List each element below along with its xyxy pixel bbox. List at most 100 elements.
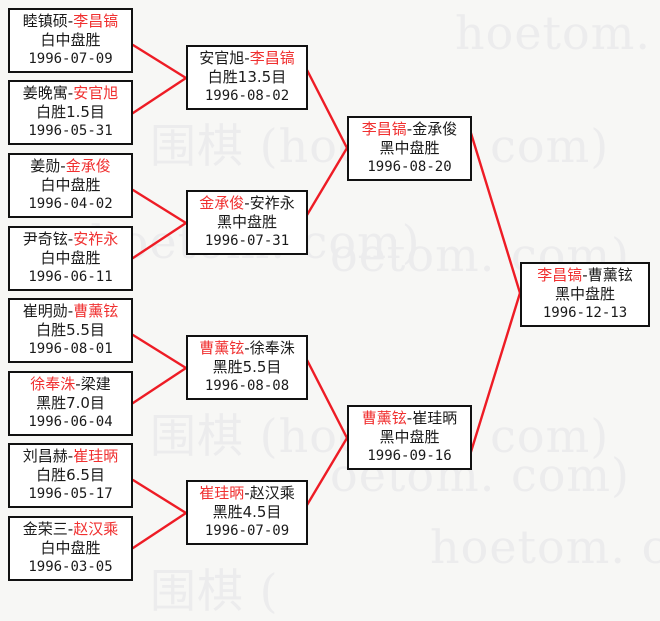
- match-date: 1996-06-04: [28, 414, 113, 430]
- player-right: 安祚永: [249, 194, 295, 212]
- match-box[interactable]: 曹薰铉-徐奉洙黑胜5.5目 1996-08-08: [186, 335, 308, 400]
- player-right: 徐奉洙: [249, 339, 295, 357]
- match-players: 姜晚寓-安官旭: [10, 84, 131, 103]
- match-players: 徐奉洙-梁建: [10, 375, 131, 394]
- match-players: 崔珪昞-赵汉乘: [188, 484, 306, 503]
- match-date: 1996-05-17: [28, 486, 113, 502]
- match-date: 1996-07-31: [204, 233, 290, 249]
- tournament-bracket: hoetom. com)围棋 (hoetom. com)hoetom. com)…: [8, 6, 660, 618]
- match-box[interactable]: 崔珪昞-赵汉乘黑胜4.5目 1996-07-09: [186, 480, 308, 545]
- match-box[interactable]: 李昌镐-金承俊黑中盘胜 1996-08-20: [347, 116, 472, 181]
- match-result: 黑中盘胜: [216, 213, 277, 231]
- player-right: 赵汉乘: [249, 484, 295, 502]
- player-left: 曹薰铉: [199, 339, 245, 357]
- match-date: 1996-04-02: [28, 196, 113, 212]
- match-result: 黑中盘胜: [379, 139, 440, 157]
- player-left: 曹薰铉: [361, 409, 407, 427]
- player-left: 金承俊: [199, 194, 245, 212]
- player-left: 姜勋: [30, 157, 61, 175]
- match-date: 1996-08-02: [204, 88, 290, 104]
- match-box[interactable]: 尹奇铉-安祚永白中盘胜 1996-06-11: [8, 226, 133, 291]
- match-result: 白胜13.5目: [207, 68, 287, 86]
- player-left: 尹奇铉: [22, 230, 68, 248]
- match-box[interactable]: 安官旭-李昌镐白胜13.5目 1996-08-02: [186, 45, 308, 110]
- match-result: 白中盘胜: [40, 176, 101, 194]
- player-left: 刘昌赫: [22, 447, 68, 465]
- player-separator: -: [67, 447, 74, 465]
- player-separator: -: [406, 409, 413, 427]
- player-left: 李昌镐: [361, 120, 407, 138]
- match-date: 1996-08-20: [367, 159, 452, 175]
- match-box[interactable]: 睦镇硕-李昌镐白中盘胜 1996-07-09: [8, 8, 133, 73]
- player-right: 崔珪昞: [412, 409, 458, 427]
- match-date: 1996-05-31: [28, 123, 113, 139]
- match-result: 白中盘胜: [40, 539, 101, 557]
- player-separator: -: [244, 194, 250, 212]
- match-result: 黑中盘胜: [554, 285, 615, 303]
- match-box[interactable]: 李昌镐-曹薰铉黑中盘胜 1996-12-13: [520, 262, 650, 327]
- match-box[interactable]: 姜勋-金承俊白中盘胜 1996-04-02: [8, 153, 133, 218]
- match-result: 黑胜5.5目: [212, 358, 282, 376]
- player-separator: -: [67, 12, 74, 30]
- player-separator: -: [244, 339, 250, 357]
- player-right: 赵汉乘: [73, 520, 119, 538]
- match-date: 1996-09-16: [367, 448, 452, 464]
- match-result: 白中盘胜: [40, 249, 101, 267]
- match-date: 1996-06-11: [28, 269, 113, 285]
- match-result: 白中盘胜: [40, 31, 101, 49]
- match-players: 刘昌赫-崔珪昞: [10, 447, 131, 466]
- player-left: 安官旭: [199, 49, 245, 67]
- player-right: 安官旭: [73, 84, 119, 102]
- match-players: 金承俊-安祚永: [188, 194, 306, 213]
- match-players: 安官旭-李昌镐: [188, 49, 306, 68]
- match-players: 姜勋-金承俊: [10, 157, 131, 176]
- match-result: 黑胜7.0目: [36, 394, 105, 412]
- match-date: 1996-12-13: [542, 305, 628, 321]
- player-left: 李昌镐: [537, 266, 583, 284]
- player-left: 金荣三: [22, 520, 68, 538]
- match-box[interactable]: 金承俊-安祚永黑中盘胜 1996-07-31: [186, 190, 308, 255]
- player-separator: -: [244, 484, 250, 502]
- player-left: 姜晚寓: [22, 84, 68, 102]
- watermark-text: hoetom. com): [430, 520, 660, 574]
- match-players: 睦镇硕-李昌镐: [10, 12, 131, 31]
- player-right: 李昌镐: [249, 49, 295, 67]
- match-players: 李昌镐-曹薰铉: [522, 266, 648, 285]
- player-separator: -: [75, 375, 81, 393]
- match-players: 曹薰铉-徐奉洙: [188, 339, 306, 358]
- player-right: 金承俊: [412, 120, 458, 138]
- match-result: 黑胜4.5目: [212, 503, 282, 521]
- player-right: 安祚永: [73, 230, 119, 248]
- player-separator: -: [67, 520, 74, 538]
- player-right: 曹薰铉: [587, 266, 633, 284]
- match-players: 李昌镐-金承俊: [349, 120, 470, 139]
- match-date: 1996-07-09: [204, 523, 290, 539]
- match-players: 崔明勋-曹薰铉: [10, 302, 131, 321]
- match-box[interactable]: 徐奉洙-梁建黑胜7.0目 1996-06-04: [8, 371, 133, 436]
- player-separator: -: [67, 230, 74, 248]
- player-left: 睦镇硕: [22, 12, 68, 30]
- player-right: 李昌镐: [73, 12, 119, 30]
- match-box[interactable]: 金荣三-赵汉乘白中盘胜 1996-03-05: [8, 516, 133, 581]
- match-date: 1996-03-05: [28, 559, 113, 575]
- player-right: 金承俊: [65, 157, 111, 175]
- match-players: 曹薰铉-崔珪昞: [349, 409, 470, 428]
- match-result: 白胜5.5目: [36, 321, 105, 339]
- watermark-text: 围棋 (: [150, 564, 279, 618]
- player-separator: -: [406, 120, 413, 138]
- match-date: 1996-08-08: [204, 378, 290, 394]
- match-players: 金荣三-赵汉乘: [10, 520, 131, 539]
- player-left: 崔珪昞: [199, 484, 245, 502]
- watermark-text: hoetom. com): [455, 6, 660, 60]
- player-separator: -: [582, 266, 588, 284]
- player-right: 崔珪昞: [73, 447, 119, 465]
- player-left: 徐奉洙: [30, 375, 76, 393]
- player-separator: -: [67, 84, 74, 102]
- player-right: 曹薰铉: [73, 302, 119, 320]
- player-separator: -: [60, 157, 66, 175]
- match-date: 1996-07-09: [28, 51, 113, 67]
